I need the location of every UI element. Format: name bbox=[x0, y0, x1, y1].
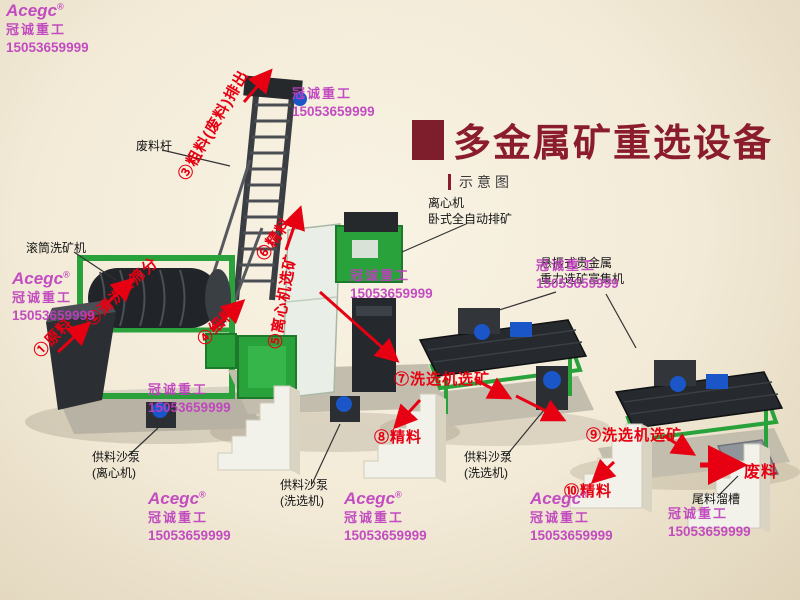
label-pump-washer-1-line1: 供料沙泵 bbox=[280, 478, 329, 492]
label-pump-washer-1-line2: (洗选机) bbox=[280, 493, 324, 508]
slurry-pump-washer-1 bbox=[330, 396, 360, 422]
label-centrifuge-line2: 卧式全自动排矿 bbox=[428, 211, 513, 226]
drum-washer-machine bbox=[46, 255, 262, 434]
subtitle-bar bbox=[448, 174, 451, 190]
slurry-pump-centrifuge bbox=[146, 402, 176, 428]
stairs-platform-1 bbox=[217, 385, 300, 475]
flow-step-7: ⑦洗选机选矿 bbox=[394, 371, 491, 388]
label-pump-washer-2-line2: (洗选机) bbox=[464, 465, 508, 480]
label-pump-centrifuge: 供料沙泵 (离心机) bbox=[92, 450, 140, 481]
flow-step-9: ⑨洗选机选矿 bbox=[586, 427, 683, 444]
centrifuge-machine bbox=[228, 212, 448, 414]
flow-arrows bbox=[56, 68, 748, 485]
flow-step-8: ⑧精料 bbox=[374, 429, 423, 446]
title-accent-square bbox=[412, 119, 444, 160]
label-pump-washer-2: 供料沙泵 (洗选机) bbox=[464, 450, 512, 481]
flow-waste-label: 废料 bbox=[744, 464, 779, 481]
label-pump-washer-1: 供料沙泵 (洗选机) bbox=[280, 478, 328, 509]
label-pump-centrifuge-line1: 供料沙泵 bbox=[92, 450, 141, 464]
label-shaker-line2: 重力选矿富集机 bbox=[540, 271, 625, 286]
subtitle-text: 示意图 bbox=[459, 174, 513, 190]
page-title: 多金属矿重选设备 bbox=[453, 123, 774, 165]
label-centrifuge-line1: 离心机 bbox=[428, 196, 465, 210]
label-tailings-chute: 尾料溜槽 bbox=[692, 492, 741, 506]
label-pump-centrifuge-line2: (离心机) bbox=[92, 465, 136, 480]
label-pump-washer-2-line1: 供料沙泵 bbox=[464, 450, 513, 464]
leader-lines bbox=[73, 149, 739, 497]
header: 多金属矿重选设备 bbox=[412, 112, 773, 167]
slurry-pump-washer-2 bbox=[536, 366, 568, 410]
flow-step-10: ⑩精料 bbox=[564, 483, 613, 500]
label-centrifuge: 离心机 卧式全自动排矿 bbox=[428, 196, 512, 227]
label-shaker-line1: 悬振式贵金属 bbox=[540, 256, 613, 270]
subtitle: 示意图 bbox=[448, 172, 513, 192]
label-shaker: 悬振式贵金属 重力选矿富集机 bbox=[540, 256, 624, 287]
label-drum-washer: 滚筒洗矿机 bbox=[26, 241, 87, 255]
label-waste-rod: 废料杆 bbox=[136, 139, 173, 153]
